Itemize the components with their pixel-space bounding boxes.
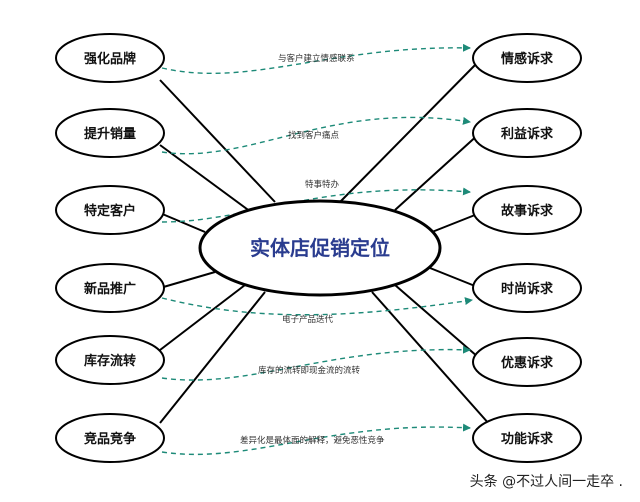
connection-label-4: 电子产品迭代 <box>282 314 334 325</box>
spoke-left-2 <box>159 144 256 216</box>
connection-label-2: 找到客户痛点 <box>288 130 340 141</box>
connection-label-5: 库存的流转即现金流的流转 <box>258 365 361 376</box>
node-strengthen-brand: 强化品牌 <box>55 33 165 83</box>
node-label: 利益诉求 <box>501 126 554 142</box>
node-label: 优惠诉求 <box>501 355 554 371</box>
node-inventory-turnover: 库存流转 <box>55 335 165 385</box>
spoke-right-4 <box>429 267 481 289</box>
node-specific-customers: 特定客户 <box>55 185 165 235</box>
node-story-appeal: 故事诉求 <box>472 185 582 235</box>
spoke-left-1 <box>159 79 276 203</box>
spoke-right-5 <box>394 284 479 358</box>
spoke-right-3 <box>431 212 481 233</box>
node-new-product-promotion: 新品推广 <box>55 263 165 313</box>
node-label: 库存流转 <box>84 353 136 369</box>
connection-label-6: 差异化是最体面的解释，避免恶性竞争 <box>240 435 385 446</box>
node-label: 竞品竞争 <box>84 431 136 447</box>
watermark: 头条 @不过人间一走卒 . <box>466 470 626 492</box>
node-label: 强化品牌 <box>84 51 136 67</box>
arrow-5 <box>161 345 471 381</box>
arrow-4 <box>161 297 473 316</box>
connection-label-1: 与客户建立情感联系 <box>278 53 355 64</box>
center-node: 实体店促销定位 <box>198 199 442 297</box>
spoke-left-4 <box>159 271 216 289</box>
arrow-1 <box>161 43 471 74</box>
node-label: 提升销量 <box>84 126 136 142</box>
arrow-3 <box>161 187 471 223</box>
node-label: 特定客户 <box>84 203 136 219</box>
spoke-right-6 <box>371 291 491 426</box>
connection-labels: 与客户建立情感联系 找到客户痛点 特事特办 电子产品迭代 库存的流转即现金流的流… <box>240 53 385 446</box>
dashed-arrows <box>161 43 473 456</box>
arrow-2 <box>161 116 471 155</box>
connector-lines <box>159 59 491 426</box>
node-emotional-appeal: 情感诉求 <box>472 33 582 83</box>
node-label: 故事诉求 <box>501 203 554 219</box>
spoke-left-6 <box>159 291 266 424</box>
node-label: 功能诉求 <box>501 431 554 447</box>
arrow-6 <box>161 423 471 456</box>
node-label: 情感诉求 <box>501 51 554 67</box>
node-label: 时尚诉求 <box>501 281 554 297</box>
center-title: 实体店促销定位 <box>250 236 390 260</box>
spoke-left-3 <box>159 212 206 233</box>
spoke-right-2 <box>394 132 481 211</box>
node-competitor-competition: 竞品竞争 <box>55 413 165 463</box>
connection-label-3: 特事特办 <box>305 179 340 190</box>
left-nodes: 强化品牌 提升销量 特定客户 新品推广 库存流转 竞品竞争 <box>55 33 165 463</box>
node-label: 新品推广 <box>84 281 136 297</box>
node-fashion-appeal: 时尚诉求 <box>472 263 582 313</box>
node-function-appeal: 功能诉求 <box>472 413 582 463</box>
node-benefit-appeal: 利益诉求 <box>472 108 582 158</box>
right-nodes: 情感诉求 利益诉求 故事诉求 时尚诉求 优惠诉求 功能诉求 <box>472 33 582 463</box>
spoke-right-1 <box>339 59 481 203</box>
node-discount-appeal: 优惠诉求 <box>472 337 582 387</box>
node-increase-sales: 提升销量 <box>55 108 165 158</box>
spoke-left-5 <box>159 284 246 351</box>
